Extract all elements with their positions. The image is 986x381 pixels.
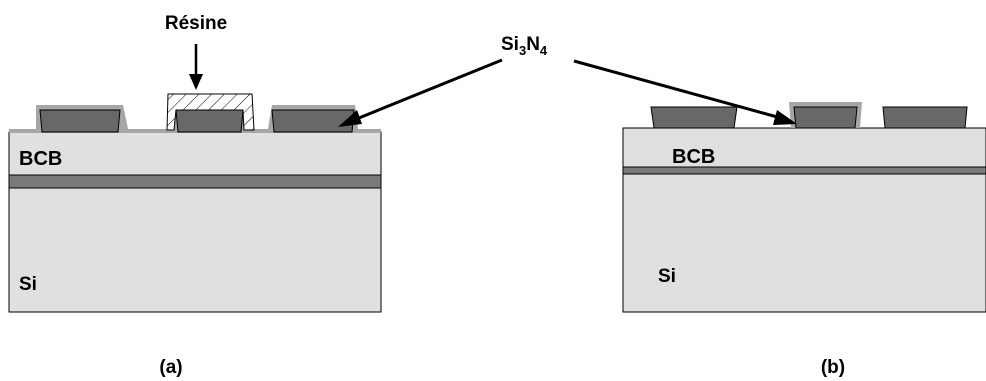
panel-a-nitride-block-center: [175, 109, 244, 133]
panel-b-bcb-label: BCB: [672, 146, 715, 168]
panel-a-nitride-block-right: [271, 109, 355, 133]
arrow-to-panel-b: [573, 59, 797, 125]
panel-a-buried-layer: [8, 174, 382, 189]
panel-b-nitride-block-center: [793, 106, 858, 129]
panel-a-si-label: Si: [19, 274, 37, 295]
panel-b-caption: (b): [821, 357, 845, 378]
panel-a-caption: (a): [159, 357, 182, 378]
panel-a-resin: [166, 93, 255, 131]
arrow-to-panel-a: [338, 58, 503, 127]
nitride-callout: Si3N4: [338, 34, 797, 127]
panel-b-si-label: Si: [658, 266, 676, 287]
panel-b-si-substrate: [622, 173, 986, 313]
panel-b: BCB Si (b): [622, 102, 986, 378]
panel-a-bcb-layer: [8, 131, 382, 176]
panel-b-nitride-block-left: [650, 106, 738, 129]
nitride-label: Si3N4: [501, 34, 548, 58]
panel-a-bcb-label: BCB: [19, 148, 62, 170]
resin-arrow: [189, 44, 203, 90]
resin-label: Résine: [165, 13, 227, 34]
panel-b-nitride-block-right: [882, 106, 968, 129]
panel-b-bcb-layer: [622, 127, 986, 168]
panel-a-si-substrate: [8, 185, 382, 313]
panel-a-nitride-block-left: [39, 109, 121, 133]
panel-a: Résine BCB Si (a): [8, 13, 382, 378]
panel-b-buried-layer: [622, 166, 986, 175]
